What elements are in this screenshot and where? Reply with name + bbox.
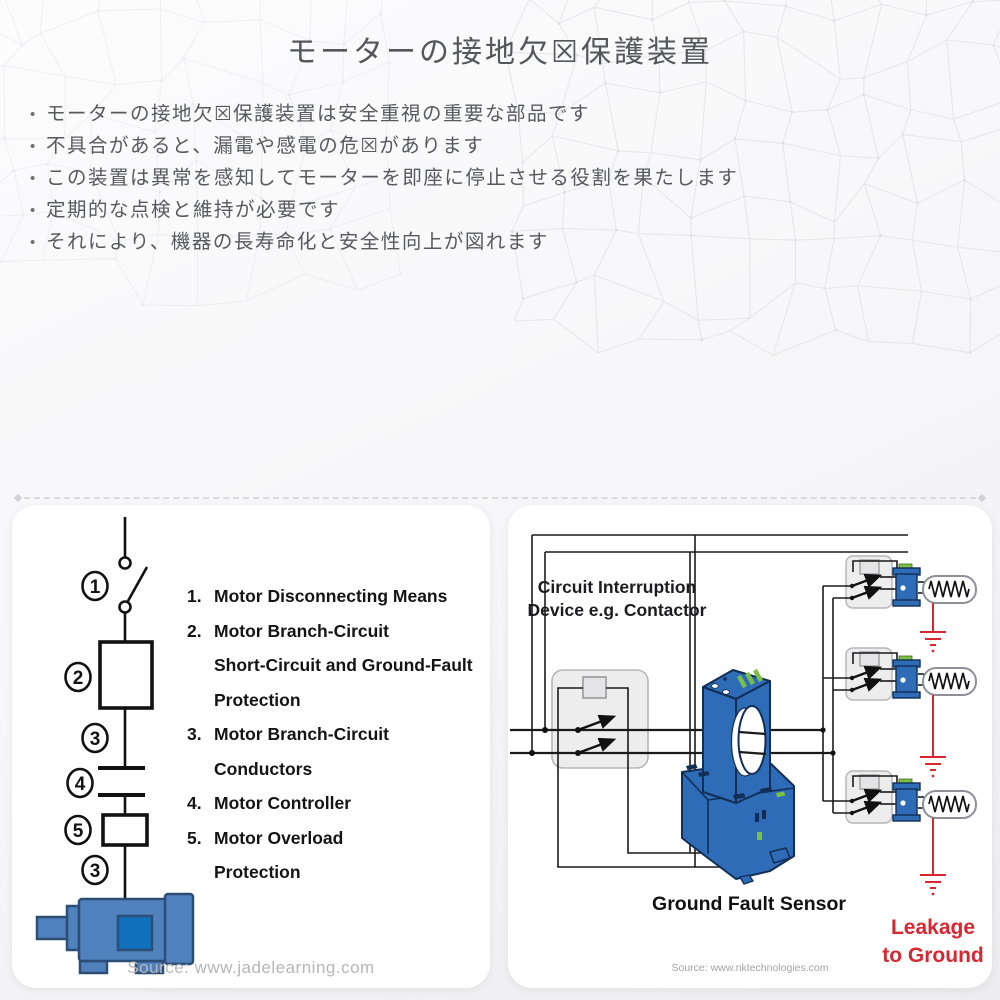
- disconnect-switch-symbol: [118, 517, 149, 642]
- list-item: 4. Motor Controller: [187, 786, 482, 821]
- marker-1: 1: [90, 577, 101, 598]
- bullet-text: それにより、機器の長寿命化と安全性向上が図れます: [46, 231, 549, 253]
- item-number: 2.: [187, 620, 202, 641]
- sensor-base-leds: [757, 791, 786, 840]
- branch-feeders: [822, 560, 924, 814]
- item-number: 1.: [187, 586, 202, 606]
- item-text: Motor Branch-Circuit Conductors: [214, 724, 389, 779]
- switch-blades: [577, 573, 883, 815]
- circle-marker-numbers: 1 2 3 4 5 3: [73, 577, 101, 882]
- item-number: 4.: [187, 793, 202, 813]
- sensor-base-slots: [686, 764, 773, 822]
- motor-circuit-schematic: 1 2 3 4 5 3: [35, 517, 195, 975]
- ground-fault-diagram: Circuit Interruption Device e.g. Contact…: [510, 534, 984, 967]
- device-label-line2: Device e.g. Contactor: [528, 600, 707, 620]
- item-text: Motor Controller: [214, 793, 352, 813]
- dashed-divider: [24, 497, 976, 499]
- bullet-item: • 不具合があると、漏電や感電の危☒があります: [30, 131, 960, 163]
- bullet-item: • 定期的な点検と維持が必要です: [30, 195, 960, 227]
- list-item: 5. Motor Overload Protection: [187, 821, 482, 890]
- bullet-item: • この装置は異常を感知してモーターを即座に停止させる役割を果たします: [30, 163, 960, 195]
- leakage-paths: [920, 603, 946, 896]
- junction-dots: [529, 583, 855, 816]
- bullet-text: 不具合があると、漏電や感電の危☒があります: [46, 135, 485, 157]
- ground-fault-sensor-device: [681, 668, 795, 885]
- branch-sensor: [892, 563, 921, 607]
- branch-sensor: [892, 778, 921, 822]
- load-coils: [922, 575, 977, 819]
- bullet-text: モーターの接地欠☒保護装置は安全重視の重要な部品です: [46, 103, 590, 125]
- conductor-lines: [98, 708, 145, 815]
- item-text: Motor Branch-Circuit Short-Circuit and G…: [214, 620, 473, 710]
- bullet-text: 定期的な点検と維持が必要です: [46, 199, 341, 221]
- bullet-list: • モーターの接地欠☒保護装置は安全重視の重要な部品です • 不具合があると、漏…: [30, 99, 960, 259]
- list-item: 1. Motor Disconnecting Means: [187, 579, 482, 614]
- ground-fault-sensor-card: Circuit Interruption Device e.g. Contact…: [508, 505, 992, 988]
- page-title: モーターの接地欠☒保護装置: [287, 36, 713, 69]
- leakage-label-line2: to Ground: [882, 944, 983, 967]
- motor-illustration: [35, 892, 195, 975]
- item-text: Motor Overload Protection: [214, 827, 344, 883]
- bullet-icon: •: [30, 170, 36, 187]
- bullet-text: この装置は異常を感知してモーターを即座に停止させる役割を果たします: [46, 167, 739, 189]
- bullet-item: • それにより、機器の長寿命化と安全性向上が図れます: [30, 227, 960, 259]
- marker-5: 5: [73, 821, 84, 842]
- bullet-item: • モーターの接地欠☒保護装置は安全重視の重要な部品です: [30, 99, 960, 131]
- sensor-top-details: [711, 668, 763, 695]
- item-number: 3.: [187, 724, 202, 744]
- source-attribution: Source: www.nktechnologies.com: [671, 962, 829, 974]
- branch-sensor: [892, 655, 921, 699]
- marker-4: 4: [75, 774, 86, 795]
- bullet-icon: •: [30, 138, 36, 155]
- marker-2: 2: [73, 668, 84, 689]
- bullet-icon: •: [30, 234, 36, 251]
- sensor-label: Ground Fault Sensor: [652, 893, 846, 915]
- branch-current-sensors: [892, 563, 921, 822]
- source-attribution: Source: www.jadelearning.com: [127, 958, 375, 977]
- circle-markers: [64, 570, 109, 886]
- motor-circuit-card: 1 2 3 4 5 3 1. Motor Disconnecting: [12, 505, 490, 988]
- leakage-label-line1: Leakage: [891, 916, 975, 939]
- component-list: 1. Motor Disconnecting Means 2. Motor Br…: [187, 579, 482, 890]
- device-label-line1: Circuit Interruption: [538, 577, 696, 597]
- marker-3: 3: [90, 729, 101, 750]
- list-item: 3. Motor Branch-Circuit Conductors: [187, 717, 482, 786]
- overload-box-symbol: [101, 813, 149, 847]
- item-text: Motor Disconnecting Means: [214, 586, 448, 606]
- item-number: 5.: [187, 827, 202, 848]
- bullet-icon: •: [30, 202, 36, 219]
- diagram-labels: Circuit Interruption Device e.g. Contact…: [528, 577, 984, 967]
- marker-3b: 3: [90, 861, 101, 882]
- list-item: 2. Motor Branch-Circuit Short-Circuit an…: [187, 614, 482, 718]
- breaker-box-symbol: [98, 640, 154, 710]
- bullet-icon: •: [30, 106, 36, 123]
